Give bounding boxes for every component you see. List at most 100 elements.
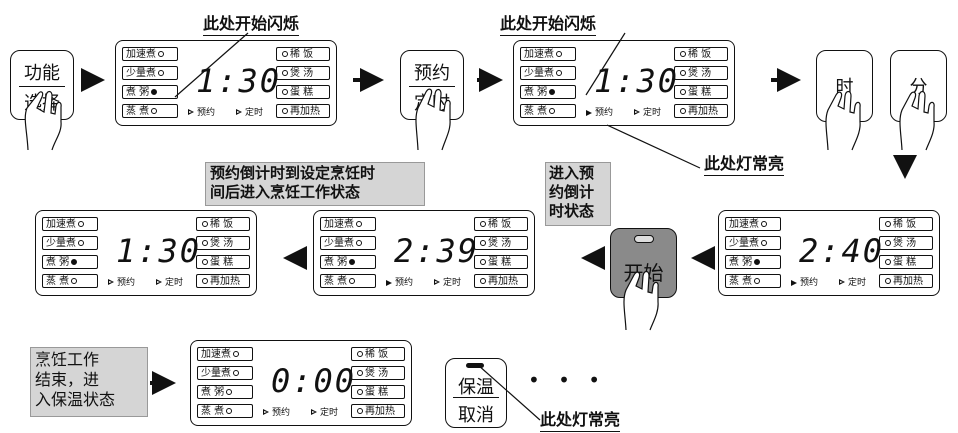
status-dot-icon: [754, 259, 761, 265]
pointer-flash-2: [585, 32, 626, 96]
panel-right-label: 稀 饭: [893, 219, 917, 230]
status-dot-icon: [357, 351, 363, 357]
panel-left-button[interactable]: 蒸 煮: [197, 404, 253, 418]
panel-right-button[interactable]: 稀 饭: [474, 217, 528, 231]
panel-right-button[interactable]: 稀 饭: [276, 47, 330, 61]
minute-button[interactable]: 分: [890, 50, 947, 122]
panel-right-button[interactable]: 稀 饭: [879, 217, 933, 231]
panel-right-button[interactable]: 蛋 糕: [674, 85, 728, 99]
panel-right-button[interactable]: 煲 汤: [674, 66, 728, 80]
lcd-digits: 0:00: [271, 362, 357, 400]
preset-indicator: 预约: [586, 105, 613, 118]
panel-left-button[interactable]: 加速煮: [42, 217, 98, 231]
panel-left-button[interactable]: 煮 粥: [42, 255, 98, 269]
triangle-indicator-icon: [839, 279, 845, 286]
lcd-display: 1:30: [116, 235, 206, 267]
panel-right-button[interactable]: 再加热: [879, 274, 933, 288]
panel-left-button[interactable]: 少量煮: [725, 236, 781, 250]
panel-left-button[interactable]: 少量煮: [42, 236, 98, 250]
preset-label: 预约: [395, 278, 414, 288]
panel-left-button[interactable]: 少量煮: [197, 366, 253, 380]
panel-left-label: 蒸 煮: [46, 276, 70, 287]
panel-right-button[interactable]: 蛋 糕: [351, 385, 405, 399]
preset-label: 预约: [197, 108, 216, 118]
panel-left-label: 加速煮: [126, 49, 156, 60]
panel-right-button[interactable]: 再加热: [674, 104, 728, 118]
panel-left-label: 煮 粥: [729, 257, 753, 268]
panel-left-button[interactable]: 蒸 煮: [725, 274, 781, 288]
timer-label: 定时: [848, 278, 867, 288]
lcd-display: 2:39: [394, 235, 484, 267]
panel-left-button[interactable]: 加速煮: [725, 217, 781, 231]
function-select-button[interactable]: 功能 选择: [10, 50, 74, 120]
preset-label: 预约: [117, 278, 136, 288]
panel-right-button[interactable]: 蛋 糕: [474, 255, 528, 269]
ellipsis: • • •: [528, 368, 607, 392]
panel-left-button[interactable]: 蒸 煮: [320, 274, 376, 288]
panel-left-button[interactable]: 少量煮: [320, 236, 376, 250]
callout-light-on-2: 此处灯常亮: [540, 406, 621, 432]
panel-right-button[interactable]: 稀 饭: [674, 47, 728, 61]
panel-left-label: 煮 粥: [524, 87, 548, 98]
panel-right-button[interactable]: 再加热: [276, 104, 330, 118]
panel-right-button[interactable]: 再加热: [474, 274, 528, 288]
panel-left-button[interactable]: 煮 粥: [520, 85, 576, 99]
panel-left-label: 蒸 煮: [201, 406, 225, 417]
preset-label: 预约: [272, 408, 291, 418]
panel-right-button[interactable]: 煲 汤: [351, 366, 405, 380]
panel-left-button[interactable]: 少量煮: [122, 66, 178, 80]
panel-left-button[interactable]: 加速煮: [122, 47, 178, 61]
status-dot-icon: [349, 259, 356, 265]
panel-left-label: 煮 粥: [201, 387, 225, 398]
panel-right-button[interactable]: 煲 汤: [276, 66, 330, 80]
panel-right-button[interactable]: 蛋 糕: [196, 255, 250, 269]
panel-right-button[interactable]: 稀 饭: [351, 347, 405, 361]
keep-warm-indicator-icon: [466, 363, 484, 368]
triangle-indicator-icon: [386, 279, 392, 286]
panel-left-button[interactable]: 煮 粥: [320, 255, 376, 269]
status-dot-icon: [480, 259, 486, 265]
status-dot-icon: [202, 240, 208, 246]
panel-left-label: 蒸 煮: [324, 276, 348, 287]
timer-label: 定时: [320, 408, 339, 418]
panel-left-button[interactable]: 煮 粥: [122, 85, 178, 99]
hand-icon-2: [415, 88, 451, 151]
panel-left-label: 加速煮: [324, 219, 354, 230]
panel-right-button[interactable]: 再加热: [196, 274, 250, 288]
panel-left-button[interactable]: 加速煮: [320, 217, 376, 231]
control-panel-6: 加速煮少量煮煮 粥蒸 煮 稀 饭煲 汤蛋 糕再加热 0:00 预约 定时: [190, 340, 412, 426]
panel-right-label: 稀 饭: [688, 49, 712, 60]
callout-flash-1: 此处开始闪烁: [203, 10, 300, 36]
lcd-display: 2:40: [799, 232, 889, 270]
panel-left-button[interactable]: 少量煮: [520, 66, 576, 80]
triangle-indicator-icon: [311, 409, 317, 416]
panel-left-label: 少量煮: [524, 68, 554, 79]
lcd-digits: 2:40: [799, 232, 885, 270]
panel-left-button[interactable]: 蒸 煮: [122, 104, 178, 118]
panel-right-button[interactable]: 煲 汤: [196, 236, 250, 250]
hour-button[interactable]: 时: [816, 50, 873, 122]
panel-left-button[interactable]: 煮 粥: [197, 385, 253, 399]
panel-left-button[interactable]: 蒸 煮: [42, 274, 98, 288]
panel-left-button[interactable]: 蒸 煮: [520, 104, 576, 118]
triangle-indicator-icon: [434, 279, 440, 286]
panel-right-label: 稀 饭: [210, 219, 234, 230]
panel-right-label: 煲 汤: [290, 68, 314, 79]
panel-right-button[interactable]: 蛋 糕: [879, 255, 933, 269]
status-dot-icon: [151, 108, 158, 114]
panel-right-button[interactable]: 再加热: [351, 404, 405, 418]
panel-right-button[interactable]: 蛋 糕: [276, 85, 330, 99]
status-dot-icon: [356, 240, 362, 246]
panel-right-button[interactable]: 煲 汤: [474, 236, 528, 250]
panel-left-button[interactable]: 加速煮: [197, 347, 253, 361]
panel-left-label: 加速煮: [201, 349, 231, 360]
panel-right-button[interactable]: 稀 饭: [196, 217, 250, 231]
panel-left-button[interactable]: 煮 粥: [725, 255, 781, 269]
triangle-indicator-icon: [188, 109, 194, 116]
keep-warm-cancel-button[interactable]: 保温 取消: [445, 358, 507, 428]
note-countdown-done: 预约倒计时到设定烹饪时 间后进入烹饪工作状态: [205, 162, 425, 206]
panel-right-button[interactable]: 煲 汤: [879, 236, 933, 250]
triangle-indicator-icon: [236, 109, 242, 116]
panel-left-button[interactable]: 加速煮: [520, 47, 576, 61]
